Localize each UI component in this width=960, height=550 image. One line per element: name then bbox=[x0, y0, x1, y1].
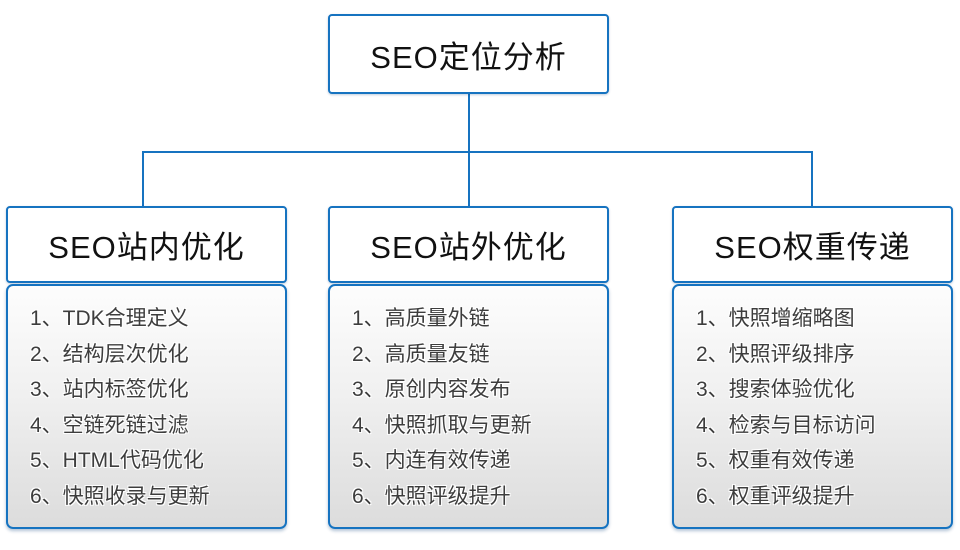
connector-root-stem bbox=[468, 94, 470, 153]
list-item: 5、权重有效传递 bbox=[696, 449, 855, 472]
list-item: 1、快照增缩略图 bbox=[696, 307, 855, 330]
branch-onsite-header: SEO站内优化 bbox=[6, 206, 287, 283]
branch-weight-header: SEO权重传递 bbox=[672, 206, 953, 283]
branch-offsite-header: SEO站外优化 bbox=[328, 206, 609, 283]
list-item: 5、内连有效传递 bbox=[352, 449, 511, 472]
list-item: 2、高质量友链 bbox=[352, 342, 490, 366]
list-item: 1、高质量外链 bbox=[352, 307, 490, 330]
list-item: 6、快照评级提升 bbox=[352, 484, 511, 508]
list-item: 2、结构层次优化 bbox=[30, 342, 189, 366]
branch-onsite-panel: 1、TDK合理定义 2、结构层次优化 3、站内标签优化 4、空链死链过滤 5、H… bbox=[6, 284, 287, 529]
list-item: 4、检索与目标访问 bbox=[696, 413, 876, 437]
root-node-label: SEO定位分析 bbox=[370, 39, 567, 75]
connector-horizontal bbox=[142, 151, 813, 153]
list-item: 2、快照评级排序 bbox=[696, 342, 855, 366]
branch-offsite-panel: 1、高质量外链 2、高质量友链 3、原创内容发布 4、快照抓取与更新 5、内连有… bbox=[328, 284, 609, 529]
connector-drop-middle bbox=[468, 151, 470, 207]
branch-weight-title: SEO权重传递 bbox=[714, 230, 911, 265]
list-item: 3、原创内容发布 bbox=[352, 378, 511, 401]
list-item: 5、HTML代码优化 bbox=[30, 449, 204, 472]
branch-onsite-title: SEO站内优化 bbox=[48, 230, 245, 265]
branch-offsite-title: SEO站外优化 bbox=[370, 230, 567, 265]
list-item: 1、TDK合理定义 bbox=[30, 307, 189, 330]
list-item: 4、空链死链过滤 bbox=[30, 413, 189, 437]
list-item: 6、权重评级提升 bbox=[696, 484, 855, 508]
connector-drop-left bbox=[142, 151, 144, 207]
list-item: 3、站内标签优化 bbox=[30, 378, 189, 401]
list-item: 4、快照抓取与更新 bbox=[352, 413, 532, 437]
connector-drop-right bbox=[811, 151, 813, 207]
root-node: SEO定位分析 bbox=[328, 14, 609, 94]
list-item: 3、搜索体验优化 bbox=[696, 378, 855, 401]
list-item: 6、快照收录与更新 bbox=[30, 484, 210, 508]
branch-weight-panel: 1、快照增缩略图 2、快照评级排序 3、搜索体验优化 4、检索与目标访问 5、权… bbox=[672, 284, 953, 529]
